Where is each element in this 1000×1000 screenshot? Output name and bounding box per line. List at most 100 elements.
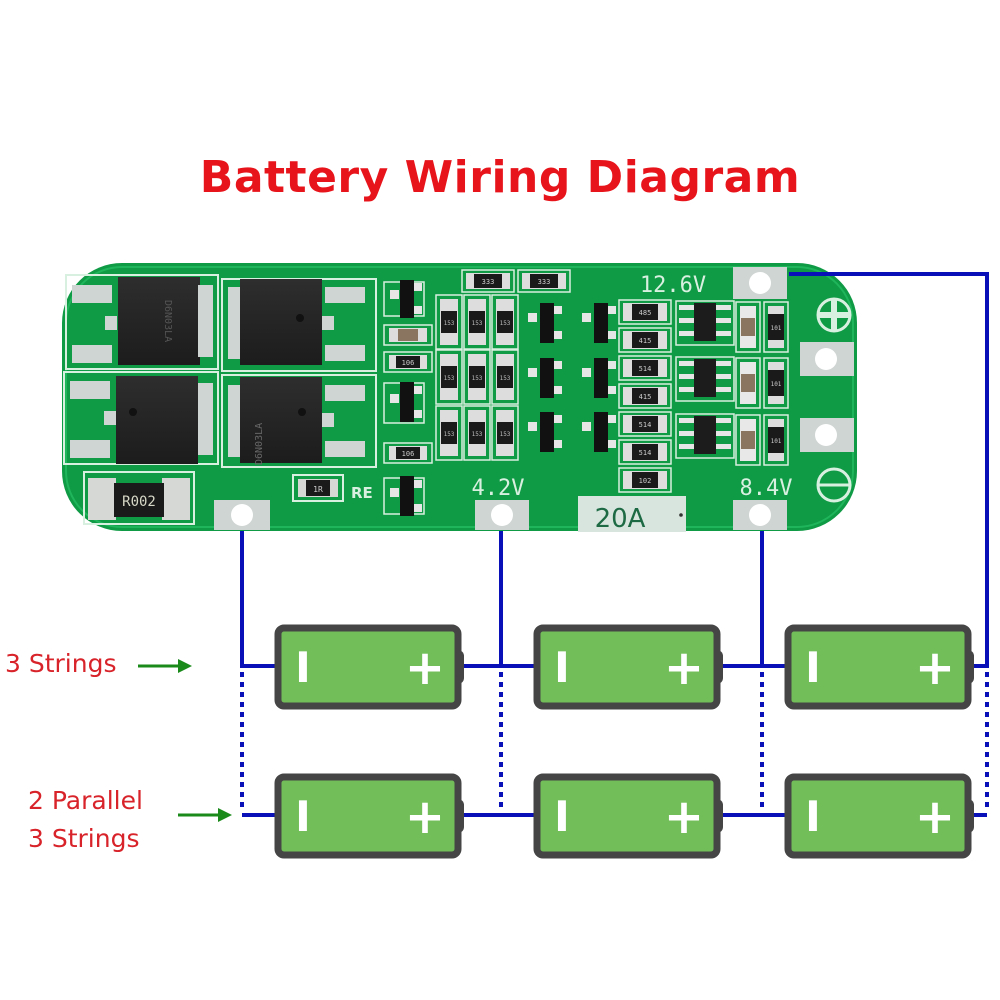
column-resistor: 514 bbox=[618, 411, 672, 437]
label-2-parallel: 2 Parallel bbox=[28, 786, 143, 815]
grid-resistor-marking: 153 bbox=[500, 431, 511, 438]
far-right-passives: 101 101 101 bbox=[735, 301, 789, 466]
grid-resistor-marking: 153 bbox=[444, 431, 455, 438]
column-resistor: 514 bbox=[618, 355, 672, 381]
mosfet-4-marking: D6N03LA bbox=[254, 423, 265, 465]
grid-resistor: 153 bbox=[463, 405, 491, 461]
output-pad-negative bbox=[800, 418, 854, 452]
far-right-resistor-marking: 101 bbox=[771, 438, 782, 445]
far-right-resistor-marking: 101 bbox=[771, 381, 782, 388]
top-resistors: 333 333 bbox=[461, 269, 571, 293]
sot23-transistor bbox=[528, 412, 562, 452]
resistor-1r: 1R bbox=[292, 474, 344, 502]
battery-body bbox=[533, 624, 721, 710]
battery-positive-icon: + bbox=[915, 789, 955, 845]
grid-resistor: 153 bbox=[491, 405, 519, 461]
far-right-resistor-marking: 101 bbox=[771, 325, 782, 332]
diagram-title: Battery Wiring Diagram bbox=[199, 152, 801, 203]
terminal-8v4-label: 8.4V bbox=[740, 476, 793, 501]
battery-cell: I+ bbox=[274, 773, 464, 859]
parallel-links bbox=[240, 672, 989, 812]
grid-resistor-marking: 153 bbox=[444, 375, 455, 382]
mosfet-1: D6N03LA bbox=[72, 277, 213, 365]
battery-positive-icon: + bbox=[664, 640, 704, 696]
battery-cell: I+ bbox=[784, 773, 974, 859]
battery-body bbox=[274, 624, 462, 710]
sot23-transistor bbox=[582, 303, 616, 343]
grid-resistor-marking: 153 bbox=[472, 375, 483, 382]
column-resistor: 415 bbox=[618, 327, 672, 353]
battery-positive-icon: + bbox=[405, 789, 445, 845]
sot23-transistors bbox=[383, 280, 425, 516]
terminal-12v6-label: 12.6V bbox=[640, 273, 706, 298]
battery-cell: I+ bbox=[784, 624, 974, 710]
resistor-left-1: 106 bbox=[402, 359, 415, 367]
cap-resistor-pair: 101 bbox=[735, 301, 789, 353]
battery-negative-icon: I bbox=[295, 643, 311, 692]
cap-resistor-pair: 101 bbox=[735, 414, 789, 466]
column-resistor-marking: 102 bbox=[639, 477, 652, 485]
grid-resistor-marking: 153 bbox=[472, 320, 483, 327]
battery-negative-icon: I bbox=[805, 643, 821, 692]
current-rating-label: 20A bbox=[578, 496, 686, 534]
battery-negative-icon: I bbox=[295, 792, 311, 841]
arrow-row1 bbox=[138, 659, 192, 673]
grid-resistor-marking: 153 bbox=[472, 431, 483, 438]
battery-positive-icon: + bbox=[664, 789, 704, 845]
battery-body bbox=[784, 624, 972, 710]
mosfet-3 bbox=[70, 376, 213, 464]
middle-resistor-grid: 153 153 153 153 153 153 153 153 153 bbox=[435, 294, 519, 461]
grid-resistor-marking: 153 bbox=[500, 320, 511, 327]
terminal-4v2-label: 4.2V bbox=[472, 476, 525, 501]
battery-array: I+I+I+I+I+I+ bbox=[274, 624, 974, 859]
column-resistor-marking: 415 bbox=[639, 337, 652, 345]
battery-negative-icon: I bbox=[554, 643, 570, 692]
battery-body bbox=[533, 773, 721, 859]
shunt-marking: R002 bbox=[122, 494, 156, 510]
sot23-transistor bbox=[582, 412, 616, 452]
grid-resistor: 153 bbox=[463, 294, 491, 350]
grid-resistor: 153 bbox=[463, 349, 491, 405]
battery-body bbox=[274, 773, 462, 859]
column-resistor: 102 bbox=[618, 467, 672, 493]
terminal-b-minus bbox=[214, 500, 270, 530]
arrow-row2-icon bbox=[218, 808, 232, 822]
terminal-8v4: 8.4V bbox=[733, 476, 792, 530]
grid-resistor: 153 bbox=[435, 349, 463, 405]
battery-negative-icon: I bbox=[805, 792, 821, 841]
shunt-resistor: R002 bbox=[83, 471, 195, 525]
wire-b-minus bbox=[240, 531, 280, 668]
output-pad-positive bbox=[800, 342, 854, 376]
sot23-transistor bbox=[528, 358, 562, 398]
terminal-4v2: 4.2V bbox=[472, 476, 529, 530]
right-resistor-column: 485 415 514 415 514 514 102 bbox=[618, 299, 672, 493]
column-resistor-marking: 514 bbox=[639, 449, 652, 457]
grid-resistor: 153 bbox=[491, 349, 519, 405]
column-resistor: 514 bbox=[618, 439, 672, 465]
cap-resistor-pair: 101 bbox=[735, 357, 789, 409]
grid-resistor: 153 bbox=[435, 294, 463, 350]
mosfet-1-marking: D6N03LA bbox=[162, 300, 173, 342]
grid-resistor-marking: 153 bbox=[500, 375, 511, 382]
grid-resistor-marking: 153 bbox=[444, 320, 455, 327]
wire-12v6 bbox=[789, 272, 989, 668]
grid-resistor: 153 bbox=[435, 405, 463, 461]
resistor-1r-marking: 1R bbox=[313, 485, 323, 494]
protection-ics bbox=[675, 300, 735, 459]
sot23-transistor bbox=[528, 303, 562, 343]
mosfet-4: D6N03LA bbox=[228, 377, 365, 465]
mosfet-2 bbox=[228, 279, 365, 365]
label-3-strings-parallel: 3 Strings bbox=[28, 824, 140, 853]
terminal-12v6: 12.6V bbox=[640, 267, 787, 299]
column-resistor-marking: 415 bbox=[639, 393, 652, 401]
column-resistor-marking: 514 bbox=[639, 365, 652, 373]
resistor-top-2: 333 bbox=[538, 278, 551, 286]
pcb-edge-highlight bbox=[65, 266, 854, 528]
resistor-top-1: 333 bbox=[482, 278, 495, 286]
middle-transistors bbox=[528, 303, 616, 452]
current-rating: 20A bbox=[595, 504, 646, 534]
label-3-strings: 3 Strings bbox=[5, 649, 117, 678]
battery-cell: I+ bbox=[533, 773, 723, 859]
column-resistor: 485 bbox=[618, 299, 672, 325]
